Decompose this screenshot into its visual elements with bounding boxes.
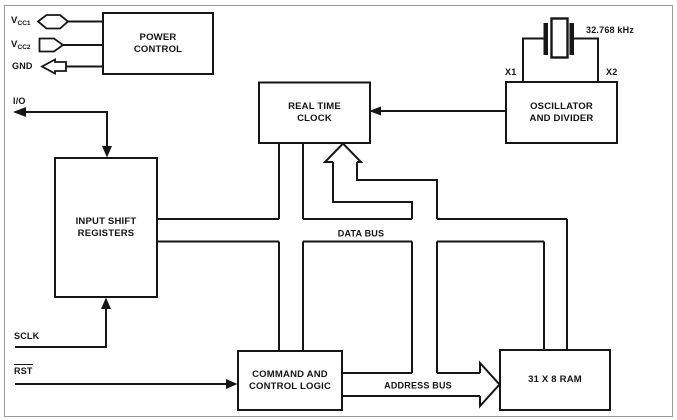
power-control-label: POWER CONTROL	[133, 32, 183, 55]
crystal-wire-x2	[574, 37, 599, 82]
io-wire	[20, 111, 108, 150]
rst-pin-label: RST	[14, 364, 33, 376]
vcc2-pin-label: VCC2	[11, 38, 31, 51]
sclk-pin-label: SCLK	[14, 331, 40, 341]
address-bus-label: ADDRESS BUS	[384, 380, 452, 391]
x1-label: X1	[505, 67, 517, 77]
oscillator-divider-label: OSCILLATOR AND DIVIDER	[529, 101, 594, 124]
command-control-logic-label: COMMAND AND CONTROL LOGIC	[248, 369, 332, 392]
sclk-wire	[15, 304, 107, 348]
data-bus-label: DATA BUS	[337, 228, 385, 238]
gnd-pin-label: GND	[12, 61, 33, 71]
ram-box	[499, 349, 611, 411]
crystal-wire-x1	[522, 37, 544, 82]
sclk-up-arrowhead-icon	[101, 297, 111, 309]
osc-rtc-arrowhead-icon	[369, 106, 381, 116]
address-bus-arrowhead-icon	[479, 360, 501, 409]
gnd-pin-icon	[40, 57, 67, 76]
rtc-up-arrow-body	[332, 162, 438, 219]
real-time-clock-box	[258, 81, 371, 144]
oscillator-divider-box	[505, 81, 618, 144]
power-control-box	[102, 12, 214, 75]
vcc2-pin-icon	[38, 37, 65, 53]
command-control-logic-box	[237, 350, 343, 411]
io-pin-label: I/O	[13, 96, 26, 106]
data-bus-to-address-bus	[411, 241, 438, 373]
x2-label: X2	[606, 67, 618, 77]
input-shift-registers-label: INPUT SHIFT REGISTERS	[75, 216, 137, 239]
vcc1-pin-label: VCC1	[11, 15, 31, 27]
rst-right-arrowhead-icon	[226, 379, 238, 389]
crystal-frequency-label: 32.768 kHz	[586, 25, 635, 35]
real-time-clock-label: REAL TIME CLOCK	[288, 101, 341, 124]
ram-label: 31 X 8 RAM	[528, 374, 582, 386]
crystal-plate-left-icon	[543, 23, 548, 55]
io-left-arrowhead-icon	[13, 107, 26, 117]
input-shift-registers-box	[54, 157, 158, 298]
crystal-plate-right-icon	[569, 23, 574, 55]
vcc1-pin-icon	[36, 14, 70, 30]
rtc-up-arrowhead-icon	[322, 142, 364, 163]
io-down-arrowhead-icon	[102, 146, 112, 158]
data-bus-to-ram	[543, 219, 568, 350]
rtc-command-bus	[278, 143, 304, 351]
crystal-body-icon	[550, 17, 569, 59]
